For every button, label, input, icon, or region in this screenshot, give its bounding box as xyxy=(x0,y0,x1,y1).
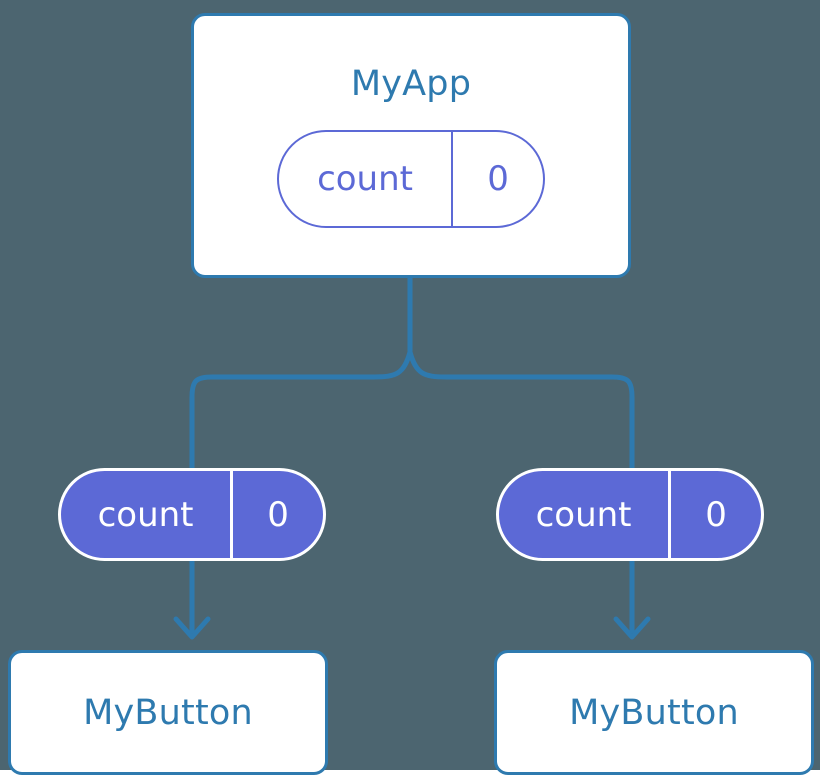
state-pill-child-right-value: 0 xyxy=(668,471,761,558)
component-node-mybutton-right[interactable]: MyButton xyxy=(494,650,814,775)
component-title-mybutton-right: MyButton xyxy=(569,692,739,733)
state-pill-root-value: 0 xyxy=(451,132,543,226)
state-pill-root[interactable]: count 0 xyxy=(277,130,545,228)
arrow-head-right xyxy=(613,616,651,640)
branch-connector-left xyxy=(189,351,413,468)
state-pill-child-left-name: count xyxy=(97,494,194,535)
arrow-head-left xyxy=(173,616,211,640)
state-pill-child-right[interactable]: count 0 xyxy=(496,468,764,561)
state-pill-child-left-value: 0 xyxy=(230,471,323,558)
component-title-myapp: MyApp xyxy=(350,64,472,104)
branch-connector-right xyxy=(407,351,635,468)
component-node-mybutton-left[interactable]: MyButton xyxy=(8,650,328,775)
state-pill-child-right-name: count xyxy=(535,494,632,535)
state-pill-child-left[interactable]: count 0 xyxy=(58,468,326,561)
state-pill-root-name: count xyxy=(317,159,413,199)
component-title-mybutton-left: MyButton xyxy=(83,692,253,733)
